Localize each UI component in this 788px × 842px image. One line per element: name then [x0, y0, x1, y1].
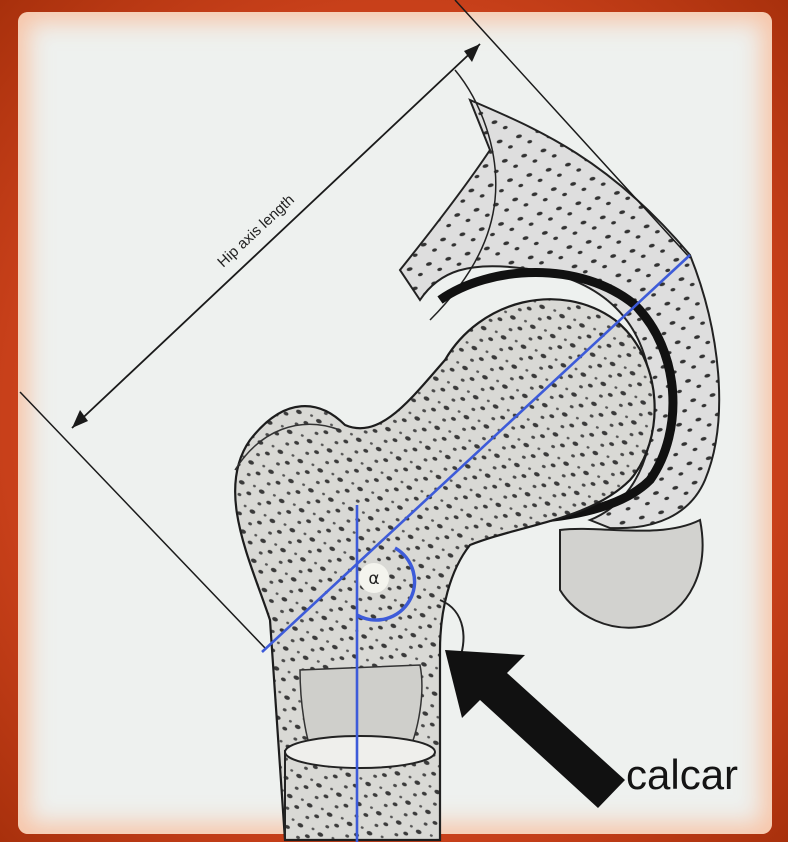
calcar-pointer: calcar	[445, 650, 738, 808]
hip-axis-arrow-line	[72, 44, 480, 428]
calcar-arrow-icon	[445, 650, 625, 808]
hip-axis-extension-line-left	[20, 392, 265, 648]
calcar-label: calcar	[626, 751, 738, 798]
angle-label: α	[368, 569, 379, 589]
hip-axis-label: Hip axis length	[214, 191, 298, 271]
arrowhead-end-icon	[464, 44, 480, 62]
arrowhead-start-icon	[72, 410, 88, 428]
